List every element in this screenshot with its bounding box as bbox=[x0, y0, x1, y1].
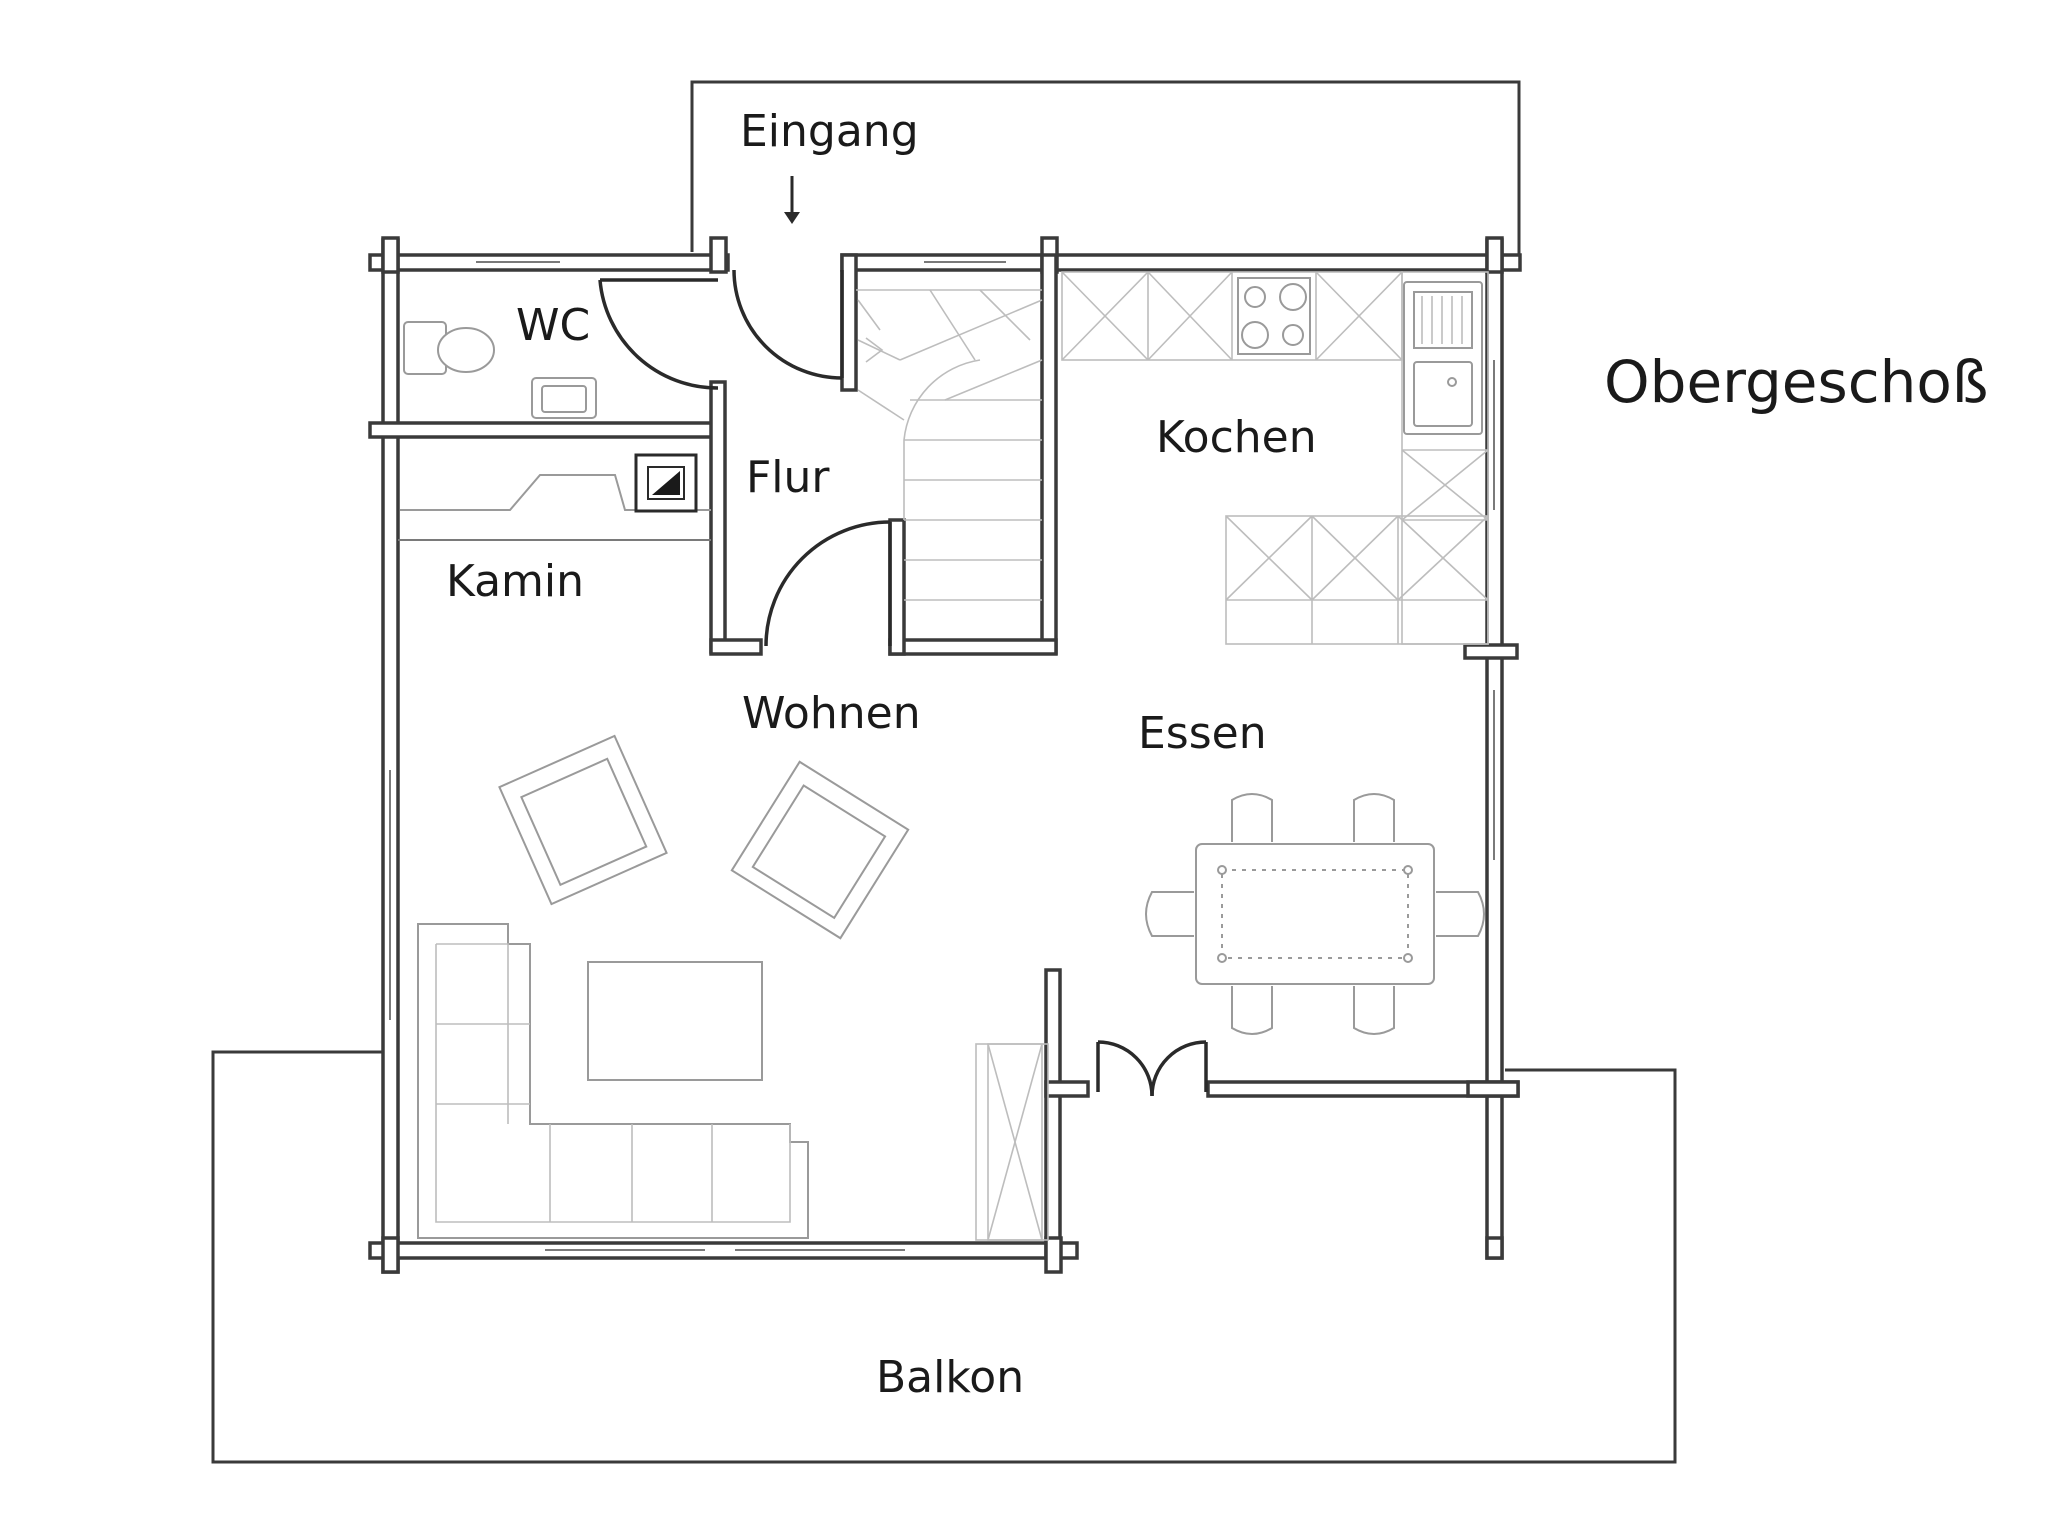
entrance-canopy-outline bbox=[690, 80, 1521, 265]
dining-table bbox=[1145, 793, 1485, 1035]
label-wohnen: Wohnen bbox=[742, 688, 921, 739]
label-wc: WC bbox=[516, 300, 590, 351]
doors bbox=[598, 269, 1208, 1097]
label-balkon: Balkon bbox=[876, 1352, 1024, 1403]
sofa bbox=[417, 923, 809, 1239]
label-kochen: Kochen bbox=[1156, 412, 1317, 463]
label-eingang: Eingang bbox=[740, 106, 919, 157]
coffee-table bbox=[587, 961, 763, 1081]
label-essen: Essen bbox=[1138, 708, 1267, 759]
label-flur: Flur bbox=[746, 452, 830, 503]
staircase bbox=[856, 289, 1043, 601]
wc-fixtures bbox=[403, 321, 597, 419]
plan-title: Obergeschoß bbox=[1604, 348, 1988, 416]
windows bbox=[389, 261, 1495, 1251]
entrance-arrow bbox=[784, 176, 800, 224]
interior-walls bbox=[368, 253, 1058, 656]
label-kamin: Kamin bbox=[446, 556, 584, 607]
armchairs bbox=[498, 734, 910, 940]
balcony-outline bbox=[211, 1050, 1677, 1464]
room-labels: Eingang WC Flur Kochen Kamin Wohnen Esse… bbox=[446, 106, 1988, 1403]
cabinet bbox=[975, 1043, 1049, 1241]
kitchen-counters bbox=[1061, 271, 1489, 645]
fireplace bbox=[398, 453, 711, 541]
